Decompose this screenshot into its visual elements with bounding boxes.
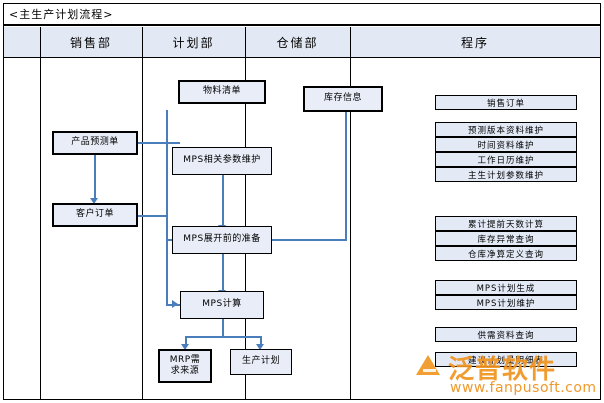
node-product-forecast-label: 产品预测单 — [71, 137, 119, 148]
program-button-label: 工作日历维护 — [477, 155, 535, 166]
connector-params-to-prepare — [222, 175, 224, 227]
program-button-label: MPS计划生成 — [476, 283, 536, 294]
program-button-work-calendar[interactable]: 工作日历维护 — [435, 152, 577, 167]
node-mrp-source-line1: MRP需 — [169, 354, 201, 365]
program-button-label: 累计提前天数计算 — [467, 219, 544, 230]
node-mps-calculate[interactable]: MPS计算 — [180, 291, 264, 319]
column-header-sales: 销售部 — [69, 36, 112, 50]
diagram-title-bar: <主生产计划流程> — [4, 4, 600, 26]
program-button-label: 预测版本资料维护 — [467, 125, 544, 136]
program-button-label: 供需资料查询 — [477, 330, 535, 341]
node-mps-prepare-label: MPS展开前的准备 — [183, 234, 261, 245]
column-header-warehouse: 仓储部 — [276, 36, 319, 50]
connector-order-right — [138, 215, 168, 217]
connector-bom-down — [166, 110, 168, 143]
connector-bom-join — [166, 142, 180, 144]
page-title: <主生产计划流程> — [9, 8, 114, 21]
diagram-outer-frame — [3, 3, 601, 400]
swimlane-divider-3 — [350, 27, 351, 400]
swimlane-header-band: 销售部 计划部 仓储部 程序 — [4, 27, 600, 58]
program-button-stock-exception-query[interactable]: 库存异常查询 — [435, 231, 577, 246]
arrow-calc-to-plan — [256, 344, 264, 350]
program-button-time-data-maintenance[interactable]: 时间资料维护 — [435, 137, 577, 152]
program-button-label: 主生计划参数维护 — [467, 170, 544, 181]
program-button-label: 时间资料维护 — [477, 140, 535, 151]
connector-calc-split — [185, 336, 261, 338]
arrow-calc-to-mrp — [181, 344, 189, 350]
node-mps-parameters[interactable]: MPS相关参数维护 — [172, 147, 272, 175]
arrow-bus-to-calc — [172, 300, 178, 308]
program-button-label: MPS计划维护 — [476, 298, 536, 309]
arrow-forecast-to-order — [90, 198, 98, 204]
connector-stock-down — [345, 112, 347, 240]
connector-calc-to-mrp — [185, 336, 187, 347]
node-customer-order-label: 客户订单 — [75, 209, 114, 220]
node-bill-of-materials[interactable]: 物料清单 — [178, 80, 266, 104]
connector-calc-down — [222, 319, 224, 337]
program-button-label: 库存异常查询 — [477, 234, 535, 245]
program-button-label: 建议计划量明细表 — [467, 355, 544, 366]
program-button-sales-order[interactable]: 销售订单 — [435, 95, 577, 110]
program-button-label: 销售订单 — [486, 98, 525, 109]
connector-stock-left — [270, 239, 347, 241]
connector-prepare-to-calc — [222, 254, 224, 292]
swimlane-divider-1 — [142, 27, 143, 400]
program-button-warehouse-net-definition-query[interactable]: 仓库净算定义查询 — [435, 246, 577, 261]
program-button-mps-plan-maintenance[interactable]: MPS计划维护 — [435, 295, 577, 310]
connector-calc-to-plan — [260, 336, 262, 347]
node-production-plan[interactable]: 生产计划 — [230, 349, 292, 375]
node-mps-calculate-label: MPS计算 — [202, 299, 242, 310]
swimlane-divider-0 — [40, 27, 41, 400]
program-button-supply-demand-query[interactable]: 供需资料查询 — [435, 327, 577, 342]
node-customer-order[interactable]: 客户订单 — [52, 203, 138, 227]
program-button-suggested-plan-detail-report[interactable]: 建议计划量明细表 — [435, 352, 577, 367]
program-button-master-plan-parameters[interactable]: 主生计划参数维护 — [435, 167, 577, 182]
node-mrp-requirement-source[interactable]: MRP需 求来源 — [158, 349, 212, 383]
program-button-label: 仓库净算定义查询 — [467, 249, 544, 260]
column-header-planning: 计划部 — [172, 36, 215, 50]
connector-forecast-to-order — [94, 155, 96, 200]
program-button-mps-plan-generate[interactable]: MPS计划生成 — [435, 280, 577, 295]
program-button-forecast-version-data[interactable]: 预测版本资料维护 — [435, 122, 577, 137]
node-stock-information-label: 库存信息 — [323, 93, 362, 104]
program-button-cumulative-leadtime[interactable]: 累计提前天数计算 — [435, 216, 577, 231]
node-stock-information[interactable]: 库存信息 — [303, 86, 383, 112]
node-product-forecast[interactable]: 产品预测单 — [52, 131, 138, 155]
node-mps-parameters-label: MPS相关参数维护 — [183, 155, 261, 166]
column-header-program: 程序 — [460, 36, 489, 50]
swimlane-divider-2 — [245, 27, 246, 400]
node-mps-prepare[interactable]: MPS展开前的准备 — [172, 226, 272, 254]
connector-forecast-right — [138, 142, 168, 144]
connector-sales-bus — [166, 142, 168, 305]
node-production-plan-label: 生产计划 — [241, 356, 280, 367]
node-bom-label: 物料清单 — [202, 86, 241, 97]
node-mrp-source-line2: 求来源 — [170, 366, 200, 376]
